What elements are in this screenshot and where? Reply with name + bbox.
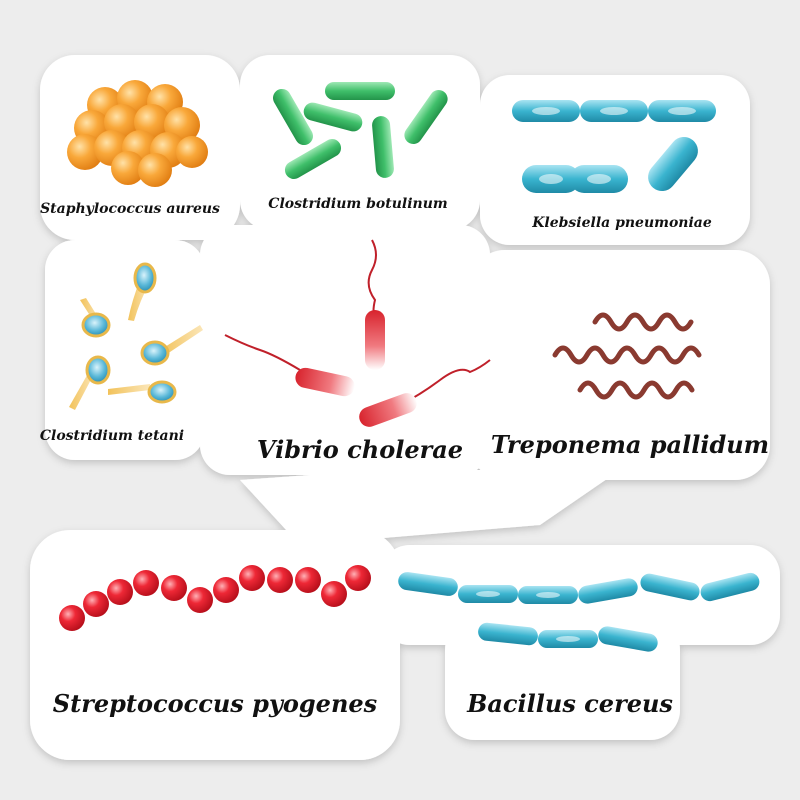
- vibrio-cholerae-illustration: [224, 239, 491, 427]
- label-clostridium-tetani: Clostridium tetani: [40, 428, 184, 444]
- clostridium-botulinum-illustration: [273, 82, 448, 179]
- klebsiella-highlights: [532, 107, 696, 184]
- label-vibrio-cholerae: Vibrio cholerae: [257, 435, 463, 464]
- bacillus-highlights: [476, 591, 580, 642]
- label-staphylococcus-aureus: Staphylococcus aureus: [40, 201, 220, 217]
- treponema-pallidum-illustration: [552, 312, 702, 400]
- clostridium-tetani-illustration: [69, 262, 203, 410]
- label-klebsiella-pneumoniae: Klebsiella pneumoniae: [531, 215, 712, 231]
- bacillus-cereus-illustration: [398, 572, 760, 652]
- label-bacillus-cereus: Bacillus cereus: [466, 689, 673, 718]
- streptococcus-pyogenes-illustration: [59, 565, 371, 631]
- label-treponema-pallidum: Treponema pallidum: [491, 430, 769, 459]
- label-clostridium-botulinum: Clostridium botulinum: [268, 196, 447, 212]
- staphylococcus-aureus-illustration: [67, 80, 208, 187]
- label-streptococcus-pyogenes: Streptococcus pyogenes: [53, 689, 378, 718]
